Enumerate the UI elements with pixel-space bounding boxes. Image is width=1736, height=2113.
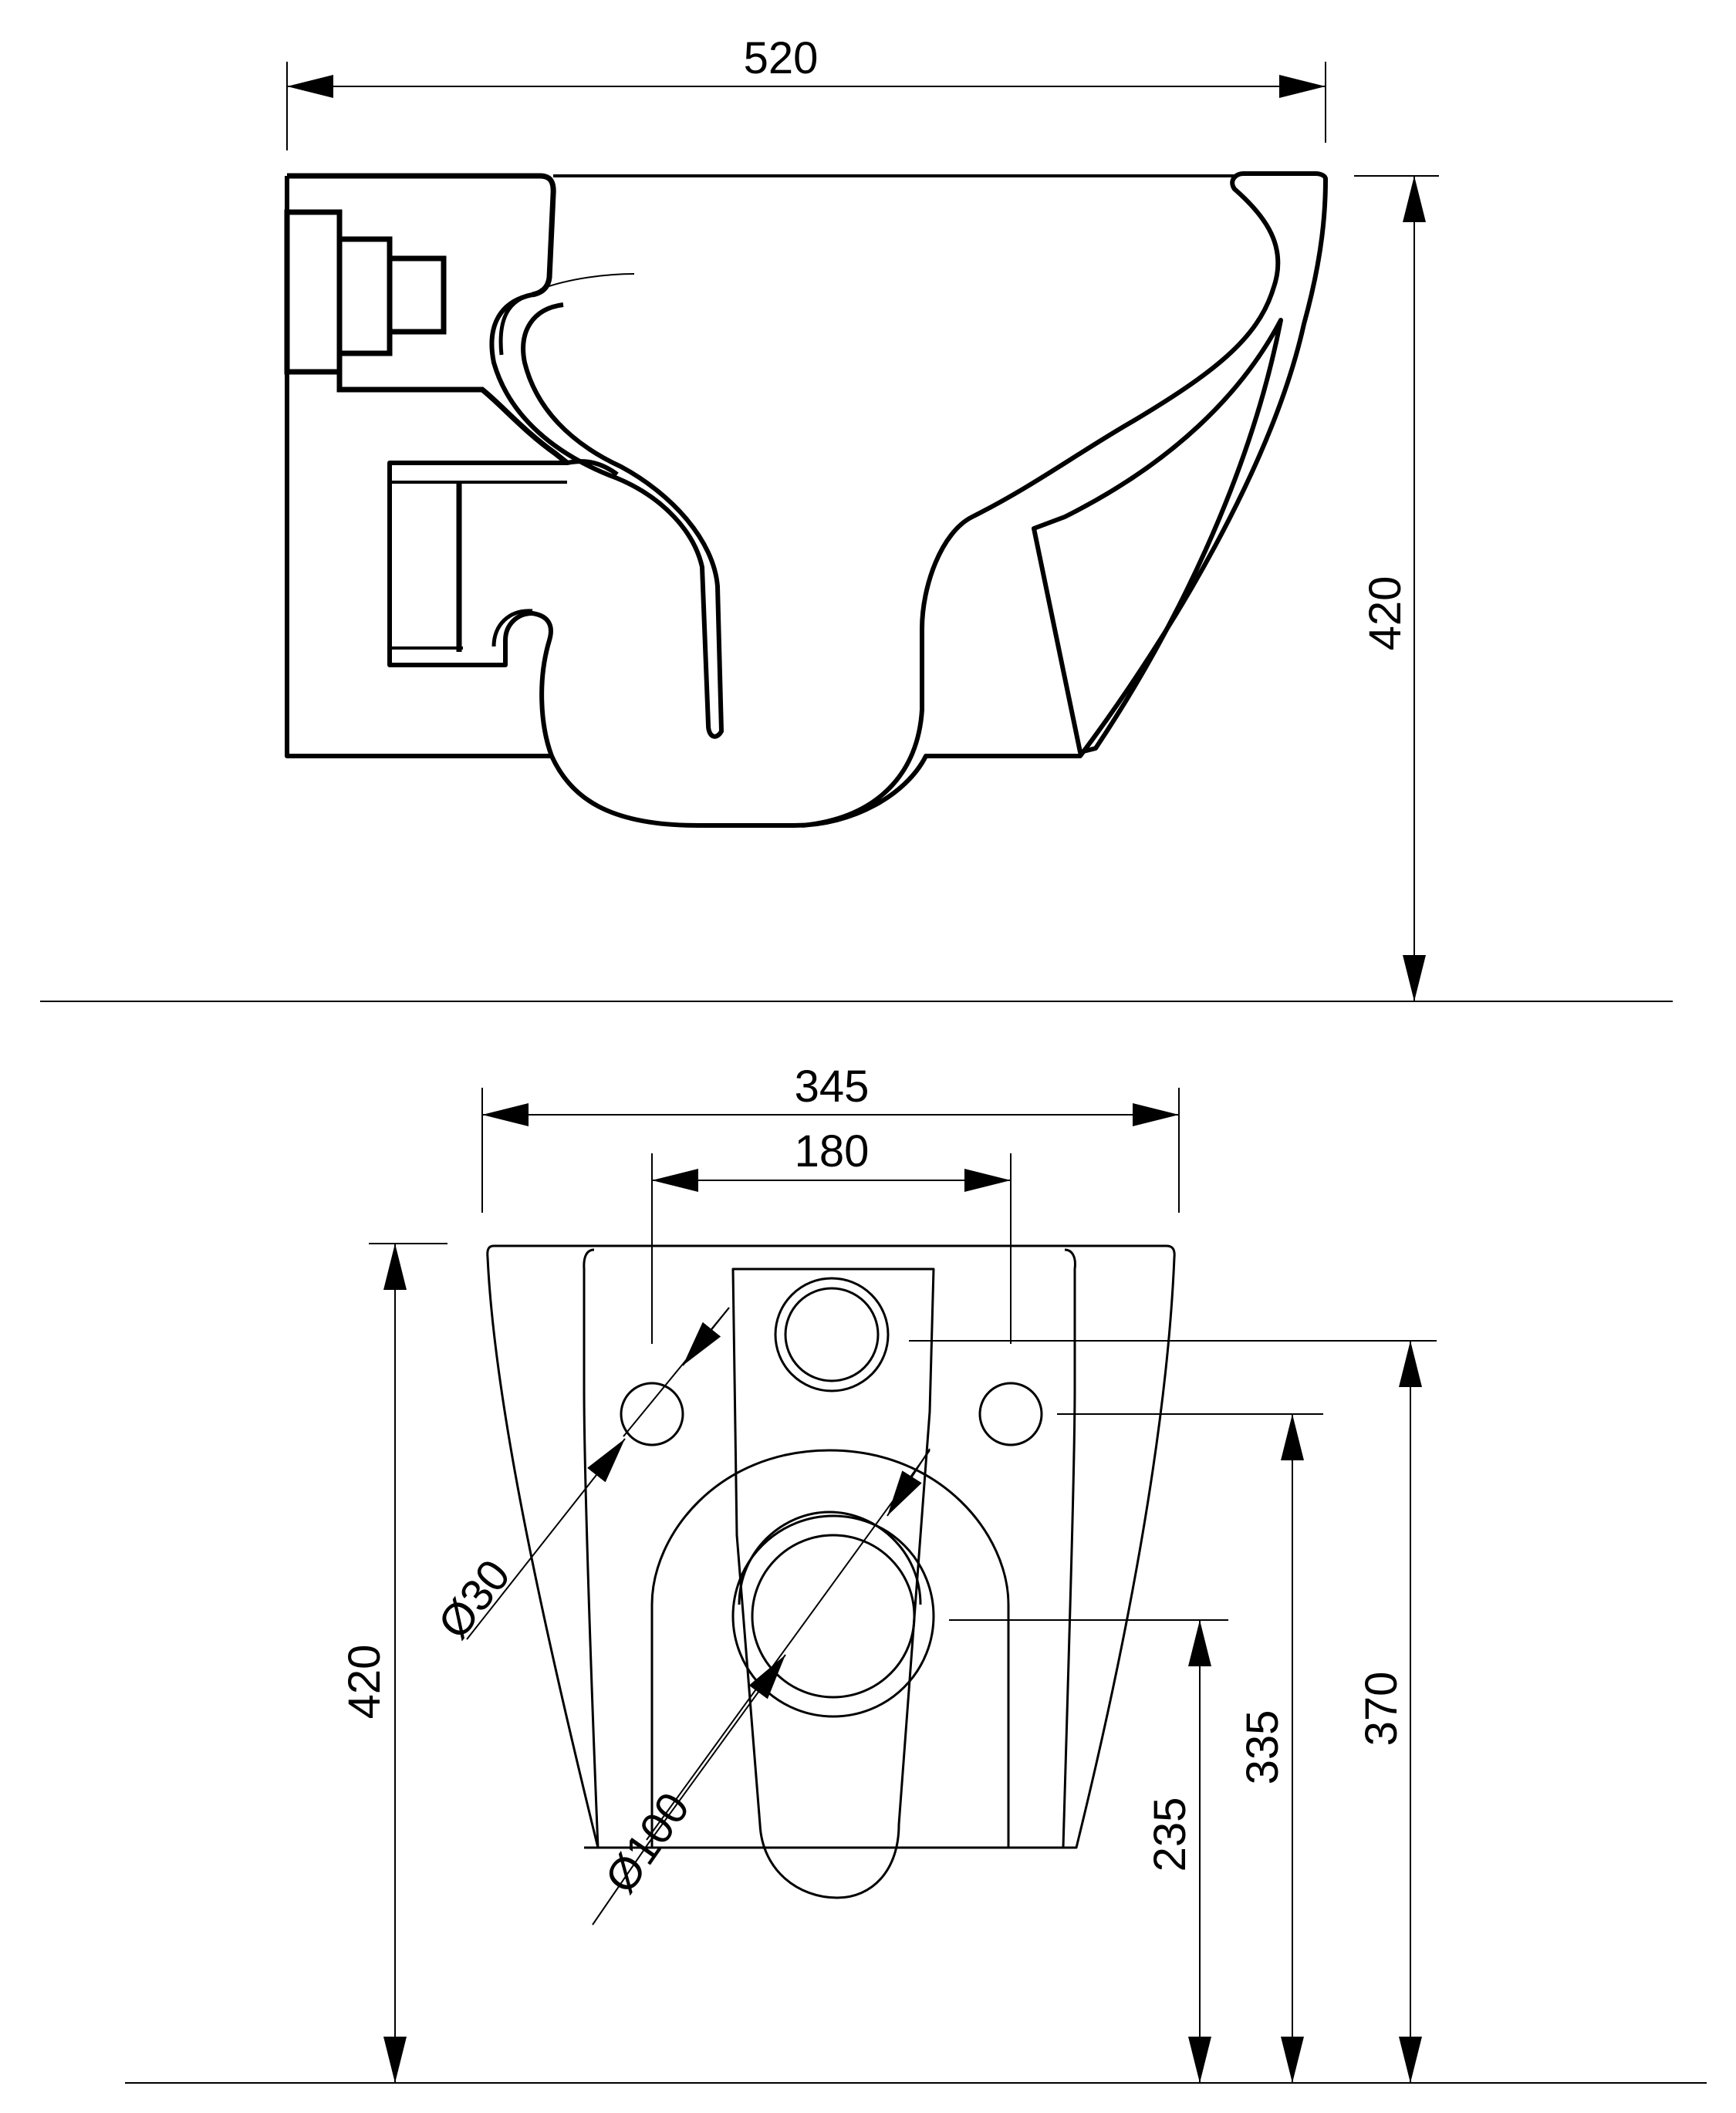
rear-flange-top [287,173,556,298]
outlet-diameter-leader-tail [592,1843,649,1926]
front-width-label: 345 [795,1062,870,1112]
drain-channel [731,1267,935,1899]
trap-inner [491,609,533,647]
outlet-diameter-leader-arrow-a [887,1448,930,1517]
fixing-hole-diameter-label: Ø30 [428,1551,520,1648]
inlet-height-label: 370 [1356,1672,1407,1747]
arch-cut [650,1449,1010,1848]
inlet-circle-inner [784,1287,880,1382]
front-inner-left [583,1248,599,1848]
fixing-hole-left [620,1382,684,1446]
side-outline [285,171,1328,828]
outlet-diameter-leader [646,1450,930,1841]
hole-spacing-label: 180 [795,1126,870,1176]
side-width-label: 520 [744,33,819,83]
inlet-collar-2 [336,236,393,356]
front-inner-right [1062,1248,1076,1848]
front-outline [486,1244,1176,1849]
outlet-height-label: 235 [1145,1797,1195,1872]
outlet-diameter-leader-arrow-b [647,1654,786,1845]
inlet-collar-1 [284,209,343,375]
bowl-channel-outer [489,292,724,739]
outlet-circle-outer [731,1514,935,1718]
bowl-channel-inner [498,292,533,356]
front-view-dimensions [369,1088,1437,2083]
side-view [284,171,1328,828]
fixing-height-label: 335 [1238,1710,1288,1785]
inlet-collar-3 [387,255,447,335]
arch-cut-inner [738,1510,922,1605]
inlet-circle-outer [774,1277,890,1392]
rim-curve [539,273,635,290]
front-view [486,1244,1176,1899]
front-skirt [1032,318,1283,754]
outlet-diameter-label: Ø100 [596,1784,700,1902]
trap-outer [387,459,619,758]
fixing-hole-diameter-leader-arrow-a [682,1307,730,1366]
fixing-hole-right [978,1382,1043,1446]
side-height-label: 420 [1360,576,1410,651]
inlet-connector [287,369,569,465]
outlet-circle-inner [751,1534,916,1699]
fixing-hole-diameter-leader-arrow-b [466,1438,626,1640]
front-height-label: 420 [339,1645,390,1720]
side-view-dimensions [286,62,1439,1001]
